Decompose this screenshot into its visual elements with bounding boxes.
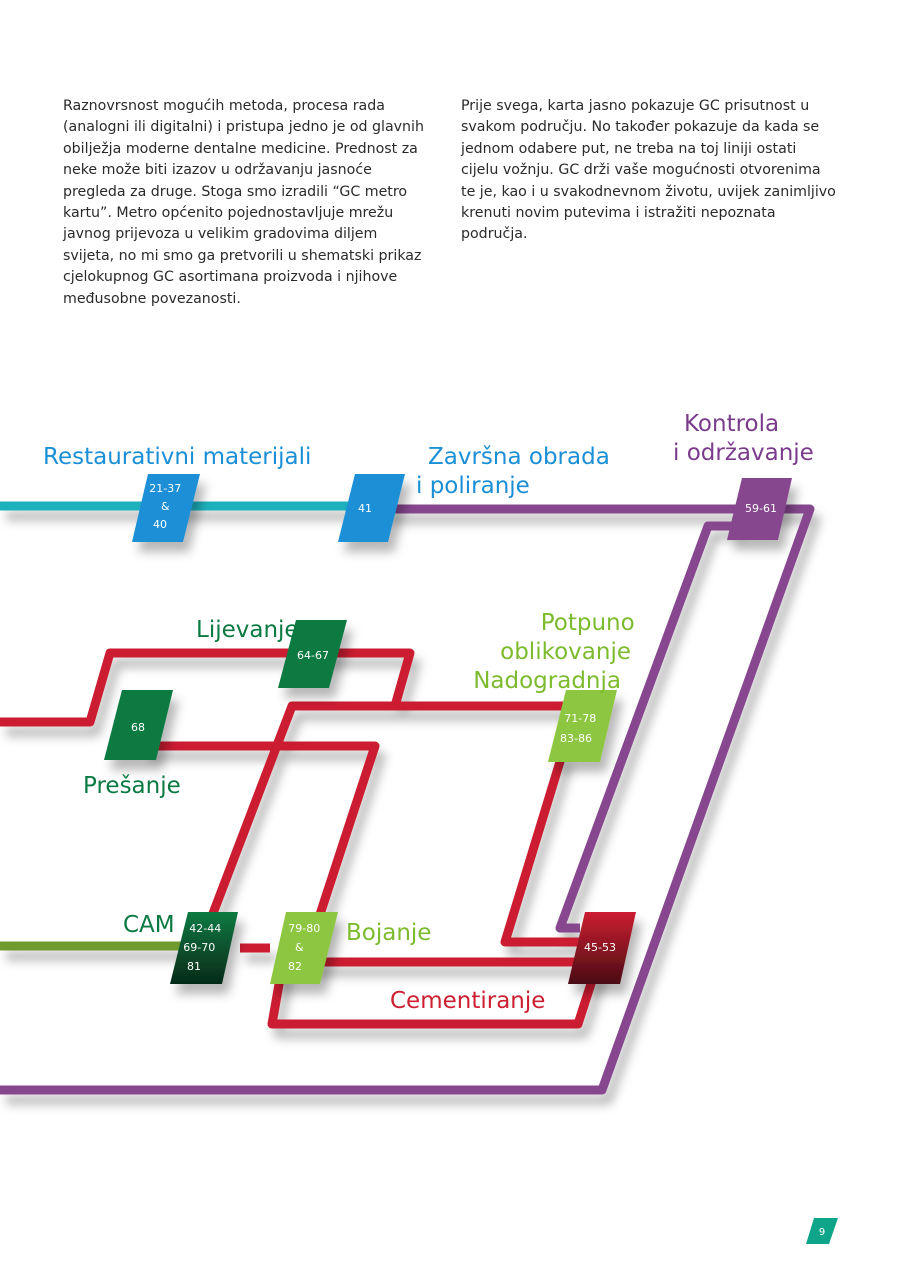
label-presanje: Prešanje — [83, 773, 181, 799]
label-kontrola: Kontrola i održavanje — [673, 411, 814, 466]
station-41-label: 41 — [358, 502, 372, 515]
station-42-44-label: 42-44 69-70 81 — [183, 922, 224, 973]
line-red-presanje — [145, 741, 380, 947]
station-21-37-label: 21-37 & 40 — [149, 482, 184, 531]
station-64-67-label: 64-67 — [297, 649, 329, 662]
station-68 — [104, 690, 173, 760]
page-number: 9 — [819, 1227, 825, 1238]
station-71-78 — [548, 690, 617, 762]
label-zavrsna-obrada: Završna obrada i poliranje — [416, 444, 617, 499]
line-purple-outer — [0, 504, 815, 1095]
label-cam: CAM — [123, 912, 175, 938]
line-red-loop — [500, 753, 598, 947]
label-cementiranje: Cementiranje — [390, 988, 545, 1014]
intro-left-column: Raznovrsnost mogućih metoda, procesa rad… — [63, 96, 433, 310]
station-45-53-label: 45-53 — [584, 941, 616, 954]
line-red-nadogradnja — [191, 701, 578, 960]
station-64-67 — [278, 620, 347, 688]
station-45-53 — [568, 912, 636, 984]
line-purple-inner — [555, 521, 735, 933]
station-59-61 — [727, 478, 792, 540]
intro-right-text: Prije svega, karta jasno pokazuje GC pri… — [461, 98, 836, 243]
station-71-78-label: 71-78 83-86 — [560, 712, 600, 745]
station-59-61-label: 59-61 — [745, 502, 777, 515]
station-68-label: 68 — [131, 721, 145, 734]
label-nadogradnja: Nadogradnja — [473, 668, 621, 694]
station-79-80-label: 79-80 & 82 — [288, 922, 324, 973]
station-79-80 — [270, 912, 338, 984]
intro-right-column: Prije svega, karta jasno pokazuje GC pri… — [461, 96, 836, 246]
line-red-cementiranje-lower — [267, 949, 603, 1029]
station-21-37 — [132, 474, 200, 542]
label-potpuno-oblikovanje: Potpuno oblikovanje — [500, 610, 642, 665]
label-lijevanje: Lijevanje — [196, 617, 299, 643]
intro-left-text: Raznovrsnost mogućih metoda, procesa rad… — [63, 98, 424, 307]
label-bojanje: Bojanje — [346, 920, 431, 946]
label-restaurativni: Restaurativni materijali — [43, 444, 311, 470]
station-42-44 — [170, 912, 238, 984]
station-41 — [338, 474, 405, 542]
page-number-badge — [806, 1218, 838, 1244]
